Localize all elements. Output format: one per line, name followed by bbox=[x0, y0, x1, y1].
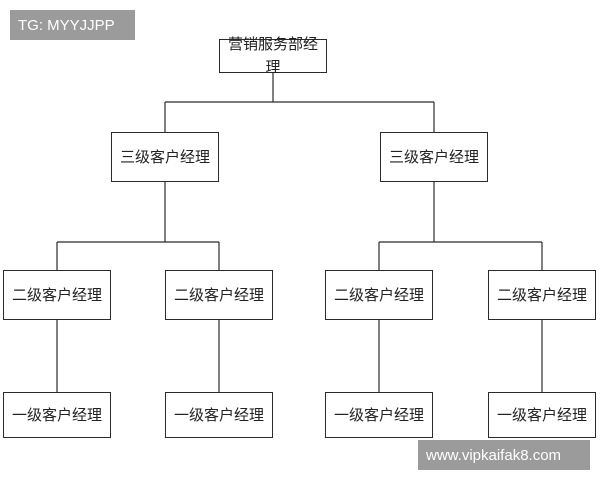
watermark-text: www.vipkaifak8.com bbox=[426, 446, 562, 464]
watermark-text: TG: MYYJJPP bbox=[18, 16, 115, 34]
node-label: 一级客户经理 bbox=[11, 405, 102, 424]
node-label: 三级客户经理 bbox=[119, 147, 210, 166]
level2-node-4: 二级客户经理 bbox=[488, 270, 596, 320]
level2-node-2: 二级客户经理 bbox=[165, 270, 273, 320]
node-label: 一级客户经理 bbox=[173, 405, 264, 424]
level1-node-2: 一级客户经理 bbox=[165, 392, 273, 438]
level3-node-right: 三级客户经理 bbox=[380, 132, 488, 182]
level3-node-left: 三级客户经理 bbox=[111, 132, 219, 182]
level2-node-1: 二级客户经理 bbox=[3, 270, 111, 320]
node-label: 二级客户经理 bbox=[11, 285, 102, 304]
node-label: 三级客户经理 bbox=[388, 147, 479, 166]
node-label: 一级客户经理 bbox=[496, 405, 587, 424]
watermark-top: TG: MYYJJPP bbox=[10, 10, 135, 40]
level2-node-3: 二级客户经理 bbox=[325, 270, 433, 320]
node-label: 二级客户经理 bbox=[173, 285, 264, 304]
level1-node-4: 一级客户经理 bbox=[488, 392, 596, 438]
node-label: 一级客户经理 bbox=[333, 405, 424, 424]
root-node-sales-service-manager: 营销服务部经理 bbox=[219, 35, 327, 76]
node-label: 二级客户经理 bbox=[333, 285, 424, 304]
level1-node-1: 一级客户经理 bbox=[3, 392, 111, 438]
watermark-bottom: www.vipkaifak8.com bbox=[418, 440, 590, 470]
node-label: 营销服务部经理 bbox=[227, 35, 318, 76]
level1-node-3: 一级客户经理 bbox=[325, 392, 433, 438]
node-label: 二级客户经理 bbox=[496, 285, 587, 304]
